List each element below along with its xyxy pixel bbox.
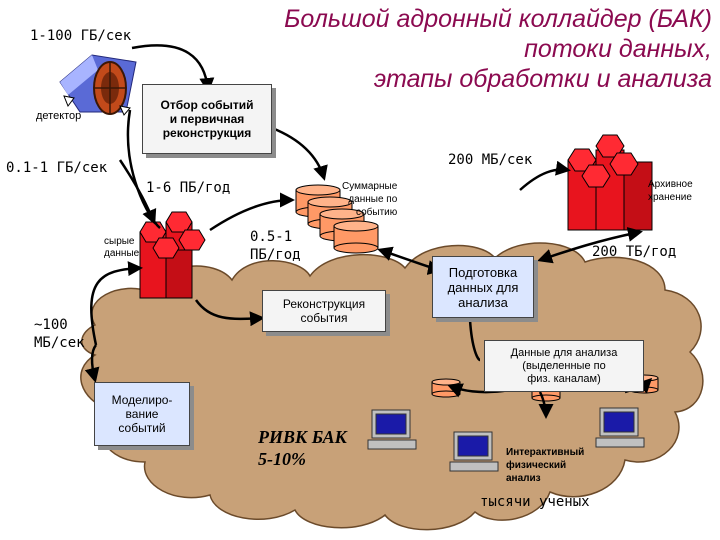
raw-per-year-label: 1-6 ПБ/год <box>146 180 231 196</box>
simulation-box: Моделиро- вание событий <box>94 382 190 446</box>
summary-disks <box>295 184 379 254</box>
event-selection-box: Отбор событий и первичная реконструкция <box>142 84 272 154</box>
detector-label: детектор <box>36 110 82 122</box>
grid-label: РИВК БАК 5-10% <box>258 427 347 469</box>
preparation-box: Подготовка данных для анализа <box>432 256 534 318</box>
raw-data-label: сырые данные <box>104 236 140 259</box>
workstations <box>367 407 645 472</box>
simulation-rate-label: ~100 МБ/сек <box>34 317 85 351</box>
summary-data-label: Суммарные данные по событию <box>342 181 398 218</box>
detector-rate-label: 1-100 ГБ/сек <box>30 28 132 44</box>
flow-arrows <box>84 44 653 419</box>
archive-label: Архивное хранение <box>648 179 693 203</box>
grid-cloud <box>80 242 704 531</box>
detector-graphic <box>59 54 137 116</box>
title-line-1: Большой адронный коллайдер (БАК) <box>284 5 712 33</box>
scientists-label: тысячи ученых <box>480 494 590 510</box>
summary-rate-label: 0.5-1 ПБ/год <box>250 229 301 263</box>
interactive-analysis-label: Интерактивный физический анализ <box>506 447 585 484</box>
archive-rate-label: 200 МБ/сек <box>448 152 533 168</box>
archive-year-label: 200 ТБ/год <box>592 244 677 260</box>
reconstruction-box: Реконструкция события <box>262 290 386 332</box>
raw-data-storage <box>139 211 206 299</box>
trigger-rate-label: 0.1-1 ГБ/сек <box>6 160 108 176</box>
title-line-2: потоки данных, <box>524 35 712 63</box>
analysis-data-box: Данные для анализа (выделенные по физ. к… <box>484 340 644 392</box>
archive-storage <box>567 134 653 231</box>
title-line-3: этапы обработки и анализа <box>373 65 712 93</box>
